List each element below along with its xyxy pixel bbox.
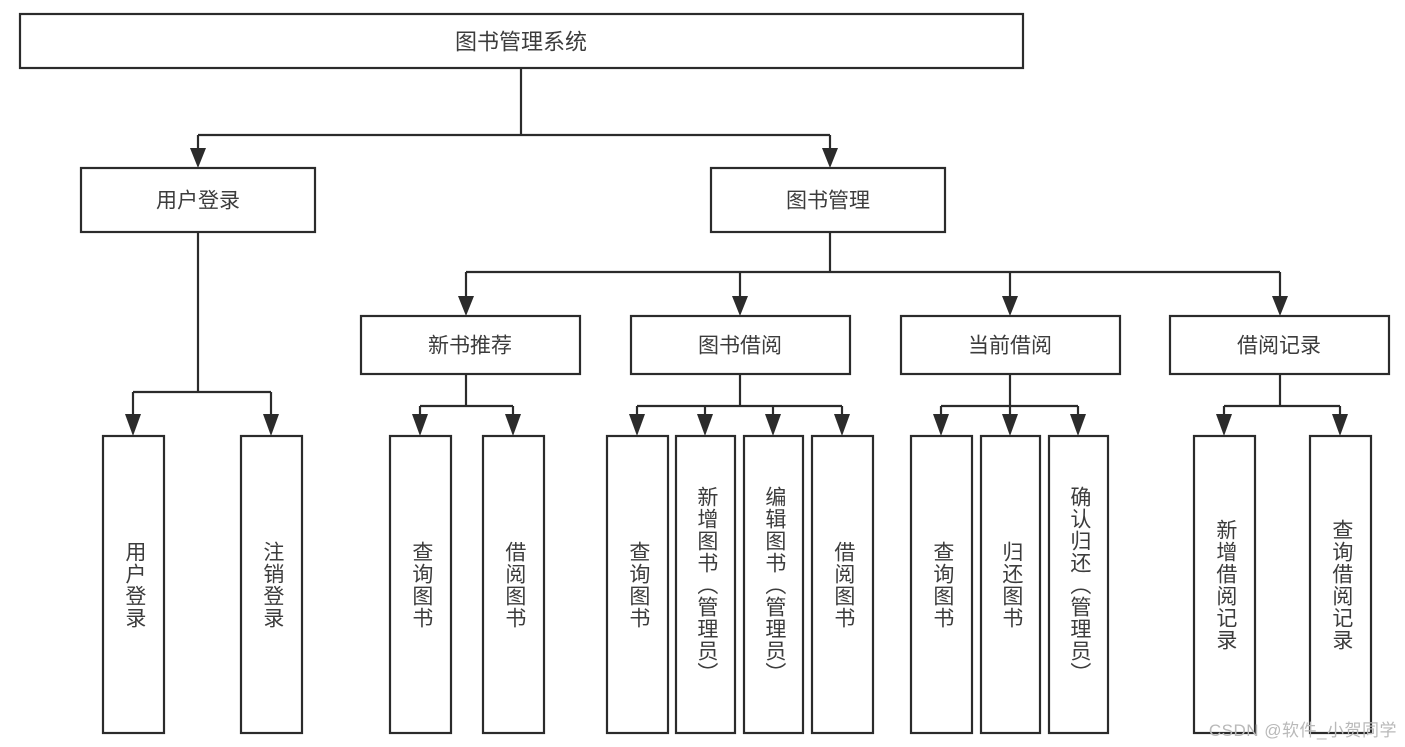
leaf-box: [674, 434, 737, 735]
leaf-box: [239, 434, 304, 735]
node-book-management-label: 图书管理: [786, 190, 870, 213]
node-borrow-record[interactable]: 借阅记录: [1168, 314, 1391, 376]
leaf-box: [101, 434, 166, 735]
node-new-book-recommend-label: 新书推荐: [428, 335, 512, 358]
leaf-box: [909, 434, 974, 735]
node-root[interactable]: 图书管理系统: [18, 12, 1025, 70]
node-book-management[interactable]: 图书管理: [709, 166, 947, 234]
connectors-borrow-leaves: [629, 374, 850, 436]
node-book-borrow-label: 图书借阅: [698, 335, 782, 358]
node-root-label: 图书管理系统: [455, 30, 587, 55]
connectors-user-login-leaves: [125, 232, 279, 436]
node-user-login-label: 用户登录: [156, 190, 240, 213]
leaf-boxes: [101, 434, 1373, 735]
connectors-borrow-record-leaves: [1216, 374, 1348, 436]
leaf-box: [1192, 434, 1257, 735]
node-borrow-record-label: 借阅记录: [1237, 335, 1321, 358]
node-book-borrow[interactable]: 图书借阅: [629, 314, 852, 376]
node-current-borrow-label: 当前借阅: [968, 335, 1052, 358]
leaf-box: [388, 434, 453, 735]
connectors-new-book-leaves: [412, 374, 521, 436]
leaf-box: [605, 434, 670, 735]
node-user-login[interactable]: 用户登录: [79, 166, 317, 234]
leaf-box: [1308, 434, 1373, 735]
node-new-book-recommend[interactable]: 新书推荐: [359, 314, 582, 376]
node-current-borrow[interactable]: 当前借阅: [899, 314, 1122, 376]
leaf-box: [810, 434, 875, 735]
leaf-box: [742, 434, 805, 735]
leaf-box: [979, 434, 1042, 735]
leaf-box: [481, 434, 546, 735]
connectors-root-to-level1: [190, 68, 838, 168]
connectors-current-borrow-leaves: [933, 374, 1086, 436]
leaf-box: [1047, 434, 1110, 735]
watermark: CSDN @软件_小贺同学: [1208, 721, 1397, 740]
connectors-level1-to-level2: [458, 232, 1288, 316]
